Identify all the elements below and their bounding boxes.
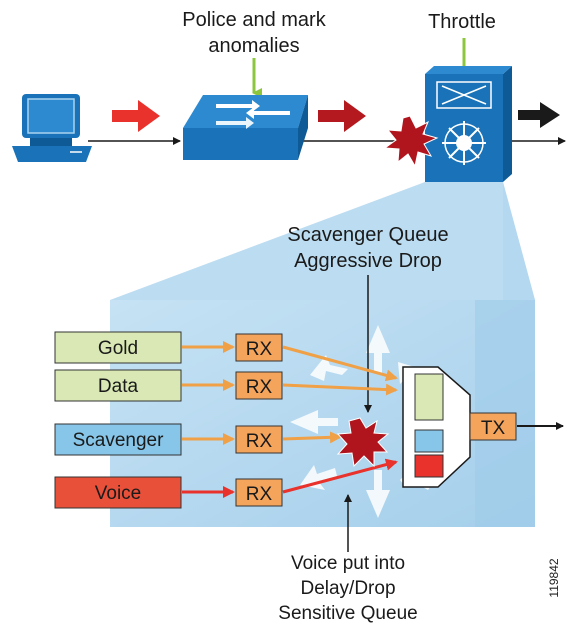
scavenger-rx-to-drop-arrow — [282, 431, 342, 444]
voice-label-line3: Sensitive Queue — [278, 603, 417, 624]
rx-box-voice: RX — [235, 478, 283, 507]
rx-box-scavenger: RX — [235, 425, 283, 454]
throttle-label: Throttle — [428, 11, 496, 33]
voice-label-line1: Voice put into — [291, 553, 405, 574]
multilayer-switch-icon — [425, 66, 512, 182]
rx-label-voice: RX — [246, 484, 273, 505]
class-box-voice-bg — [54, 476, 182, 509]
gold-rx-to-queue-arrow — [282, 345, 398, 382]
queue-red — [414, 454, 444, 478]
class-box-scavenger-bg — [54, 423, 182, 456]
figure-id: 119842 — [547, 558, 561, 597]
class-box-data: Data — [54, 369, 182, 402]
access-switch-icon — [183, 95, 308, 160]
rx-box-gold: RX — [235, 333, 283, 362]
class-box-data-bg — [54, 369, 182, 402]
police-label-line1: Police and mark — [182, 9, 326, 31]
queue-blue — [414, 429, 444, 453]
rx-label-data: RX — [246, 377, 273, 398]
scavenger-queue-label-line2: Aggressive Drop — [294, 250, 442, 272]
class-box-voice: Voice — [54, 476, 182, 509]
black-traffic-arrow — [518, 102, 560, 128]
class-label-data: Data — [98, 376, 139, 397]
tx-label: TX — [481, 418, 506, 439]
output-scheduler — [402, 366, 471, 488]
class-label-voice: Voice — [95, 483, 141, 504]
dark-red-traffic-arrow — [318, 100, 366, 132]
rx-box-data: RX — [235, 371, 283, 400]
tx-box: TX — [469, 412, 517, 441]
voice-rx-to-queue-arrow — [282, 458, 398, 494]
red-traffic-arrow — [112, 100, 160, 132]
class-label-gold: Gold — [98, 338, 138, 359]
class-label-scavenger: Scavenger — [73, 430, 165, 451]
class-box-gold-bg — [54, 331, 182, 364]
voice-label-line2: Delay/Drop — [300, 578, 395, 599]
pc-icon — [12, 94, 92, 162]
class-box-gold: Gold — [54, 331, 182, 364]
data-rx-to-queue-arrow — [282, 383, 398, 396]
queue-green — [414, 373, 444, 421]
burst-icon — [383, 115, 439, 168]
police-label-line2: anomalies — [208, 35, 299, 57]
scavenger-queue-label-line1: Scavenger Queue — [287, 224, 448, 246]
drop-burst-icon — [336, 417, 390, 468]
class-box-scavenger: Scavenger — [54, 423, 182, 456]
rx-label-scavenger: RX — [246, 431, 273, 452]
rx-label-gold: RX — [246, 339, 273, 360]
